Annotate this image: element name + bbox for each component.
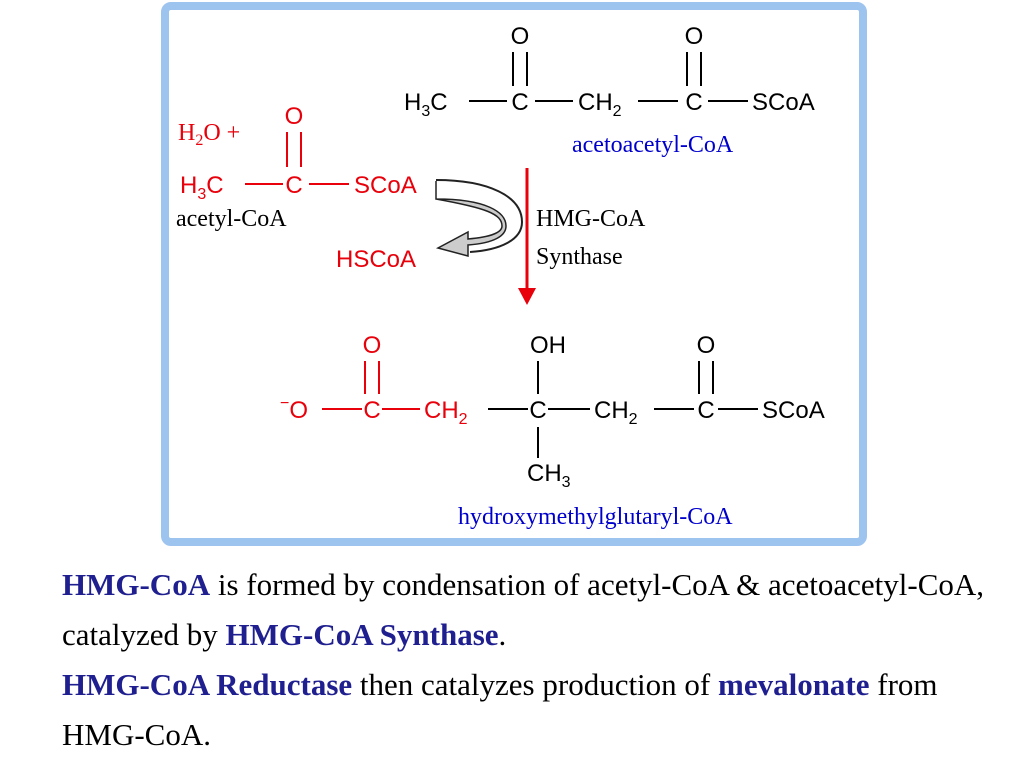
hscoa-release-arrow bbox=[435, 181, 507, 257]
acetoacetyl-scoa: SCoA bbox=[752, 89, 815, 116]
water-plus: H2O + bbox=[178, 120, 240, 149]
acetoacetyl-oxygen-right: O bbox=[685, 23, 704, 50]
hmg-hydroxyl: OH bbox=[530, 332, 566, 359]
hmg-carbonyl-oxygen-5: O bbox=[697, 332, 716, 359]
hmg-carbon-1: C bbox=[363, 397, 380, 424]
acetoacetyl-oxygen-left: O bbox=[511, 23, 530, 50]
hmg-methyl: CH3 bbox=[527, 460, 571, 491]
enzyme-label-line1: HMG-CoA bbox=[536, 206, 646, 232]
hmg-coa-structure-black: OH C CH3 CH2 O C SCoA bbox=[527, 332, 825, 491]
caption-hmg-coa-synthase: HMG-CoA Synthase bbox=[225, 617, 499, 652]
enzyme-label-line2: Synthase bbox=[536, 244, 623, 270]
caption-hmg-coa-reductase: HMG-CoA Reductase bbox=[62, 667, 353, 702]
acetoacetyl-carbon-left: C bbox=[511, 89, 528, 116]
acetoacetyl-methylene: CH2 bbox=[578, 89, 622, 120]
hmg-coa-structure-red: −O O C CH2 bbox=[280, 332, 468, 428]
acetyl-coa-label: acetyl-CoA bbox=[176, 206, 287, 232]
caption-mevalonate: mevalonate bbox=[718, 667, 870, 702]
acetoacetyl-coa-structure: O O H3C C CH2 C SCoA bbox=[404, 23, 815, 120]
hmg-carbon-5: C bbox=[697, 397, 714, 424]
acetoacetyl-carbon-right: C bbox=[685, 89, 702, 116]
acetyl-methyl: H3C bbox=[180, 172, 224, 203]
acetyl-scoa: SCoA bbox=[354, 172, 417, 199]
hmg-scoa: SCoA bbox=[762, 397, 825, 424]
hmg-coa-bonds-red bbox=[322, 361, 420, 410]
acetyl-bonds bbox=[245, 132, 349, 185]
hmg-methylene-b: CH2 bbox=[594, 397, 638, 428]
caption-text-2: . bbox=[498, 617, 507, 652]
caption-text-3: then catalyzes production of bbox=[352, 667, 718, 702]
reaction-diagram: O O H3C C CH2 C SCoA acetoacetyl-CoA H2O… bbox=[161, 2, 867, 546]
acetyl-carbon: C bbox=[285, 172, 302, 199]
caption-paragraph-1: HMG-CoA is formed by condensation of ace… bbox=[62, 560, 1002, 660]
hmg-methylene-a: CH2 bbox=[424, 397, 468, 428]
hscoa-label: HSCoA bbox=[336, 246, 416, 273]
hmg-coa-bonds-black bbox=[488, 361, 758, 458]
acetoacetyl-coa-label: acetoacetyl-CoA bbox=[572, 132, 734, 158]
hscoa-release-arrow-body bbox=[435, 179, 524, 253]
hmg-carbonyl-oxygen-1: O bbox=[363, 332, 382, 359]
diagram-frame bbox=[161, 2, 867, 546]
caption-paragraph-2: HMG-CoA Reductase then catalyzes product… bbox=[62, 660, 1002, 760]
caption-text-4: from HMG-CoA. bbox=[62, 667, 938, 752]
acetoacetyl-methyl: H3C bbox=[404, 89, 448, 120]
acetyl-coa-structure: O H3C C SCoA bbox=[180, 103, 417, 203]
caption-hmg-coa: HMG-CoA bbox=[62, 567, 211, 602]
hmg-carboxylate-oxygen: −O bbox=[280, 395, 308, 424]
hmg-coa-label: hydroxymethylglutaryl-CoA bbox=[458, 504, 733, 530]
hmg-carbon-3: C bbox=[529, 397, 546, 424]
caption: HMG-CoA is formed by condensation of ace… bbox=[62, 560, 1002, 760]
caption-text-1: is formed by condensation of acetyl-CoA … bbox=[62, 567, 985, 652]
acetyl-oxygen: O bbox=[285, 103, 304, 130]
reaction-arrow-head bbox=[518, 288, 536, 305]
acetoacetyl-bonds bbox=[469, 52, 748, 102]
